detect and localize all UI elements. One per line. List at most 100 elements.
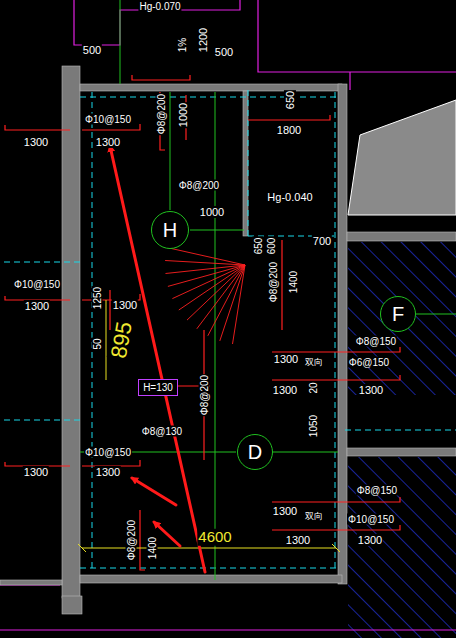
height-box: H=130 xyxy=(138,379,178,396)
dimension-text: 650 xyxy=(284,90,296,110)
dimension-text: 4600 xyxy=(197,529,232,546)
rebar-label: Φ10@150 xyxy=(84,447,132,458)
plan-stroke xyxy=(0,66,456,614)
plan-stroke xyxy=(347,232,456,241)
plan-stroke xyxy=(165,248,245,345)
plan-stroke xyxy=(215,92,216,580)
plan-stroke xyxy=(258,0,456,72)
plan-stroke xyxy=(62,66,80,598)
plan-stroke xyxy=(335,92,336,572)
dimension-text: 1300 xyxy=(357,534,383,546)
plan-stroke xyxy=(0,420,80,421)
rebar-label: Φ8@150 xyxy=(355,336,397,347)
rebar-label: Φ10@150 xyxy=(13,279,61,290)
axis-circle: H xyxy=(151,211,189,249)
rebar-label: Φ8@200 xyxy=(178,180,220,191)
plan-stroke xyxy=(82,548,336,549)
plan-stroke xyxy=(197,265,245,329)
dimension-text: 1300 xyxy=(358,384,384,396)
plan-stroke xyxy=(208,265,245,336)
plan-stroke xyxy=(80,0,456,580)
plan-stroke xyxy=(0,580,62,585)
plan-stroke xyxy=(80,84,342,91)
rebar-label: Φ10@150 xyxy=(347,514,395,525)
plan-stroke xyxy=(78,544,86,552)
plan-stroke xyxy=(168,265,245,286)
dimension-text: 700 xyxy=(312,235,332,247)
dimension-text: 1200 xyxy=(197,27,209,53)
rebar-label: Φ6@150 xyxy=(348,357,390,368)
rebar-label: Φ8@150 xyxy=(356,485,398,496)
rebar-label: Φ8@200 xyxy=(199,374,210,416)
plan-stroke xyxy=(349,72,350,90)
plan-stroke xyxy=(5,75,400,570)
plan-stroke xyxy=(332,544,340,552)
rebar-label: Φ8@200 xyxy=(156,93,167,135)
dimension-text: 1300 xyxy=(95,136,121,148)
dimension-text: 1300 xyxy=(272,505,298,517)
plan-stroke xyxy=(80,568,338,569)
plan-stroke xyxy=(82,124,140,130)
dimension-text: 600 xyxy=(266,237,277,256)
rebar-label: Φ8@130 xyxy=(141,426,183,437)
plan-stroke xyxy=(120,0,121,84)
plan-stroke xyxy=(78,300,340,552)
dimension-text: Hg-0.040 xyxy=(266,191,313,203)
dimension-text: 500 xyxy=(214,46,234,58)
plan-stroke xyxy=(348,455,456,638)
plan-stroke xyxy=(272,497,400,502)
dimension-text: 1400 xyxy=(147,536,158,560)
plan-stroke xyxy=(5,125,70,130)
dimension-text: 500 xyxy=(82,44,102,56)
dimension-text: 1300 xyxy=(285,534,311,546)
dimension-text: 1400 xyxy=(288,270,299,294)
dimension-text: 双向 xyxy=(304,358,324,368)
dimension-text: 1300 xyxy=(23,136,49,148)
plan-stroke xyxy=(345,430,456,431)
plan-stroke xyxy=(166,265,246,274)
dimension-text: 1300 xyxy=(112,299,138,311)
rebar-label: Φ8@200 xyxy=(126,519,137,561)
dimension-text: 1300 xyxy=(24,300,50,312)
plan-stroke xyxy=(416,314,456,315)
plan-stroke xyxy=(0,629,456,630)
dimension-text: 50 xyxy=(92,337,103,350)
plan-stroke xyxy=(80,575,342,583)
plan-stroke xyxy=(74,0,240,45)
plan-stroke xyxy=(0,262,80,263)
axis-letter: D xyxy=(248,441,262,464)
plan-stroke xyxy=(272,452,338,453)
rebar-label: Φ10@150 xyxy=(84,114,132,125)
dimension-text: 1800 xyxy=(276,124,302,136)
dimension-text: 1000 xyxy=(199,206,225,218)
plan-stroke xyxy=(132,75,190,80)
dimension-text: 1300 xyxy=(23,466,49,478)
plan-stroke xyxy=(80,97,338,98)
plan-stroke xyxy=(281,240,282,330)
dimension-text: 1250 xyxy=(92,286,103,310)
dimension-text: 895 xyxy=(107,319,138,361)
axis-circle: F xyxy=(380,296,416,332)
plan-stroke xyxy=(167,248,245,266)
plan-stroke xyxy=(272,525,400,530)
plan-stroke xyxy=(272,347,400,352)
plan-stroke xyxy=(62,596,82,614)
axis-circle: D xyxy=(237,434,273,470)
plan-stroke xyxy=(347,448,456,456)
plan-stroke xyxy=(109,290,110,330)
plan-stroke xyxy=(106,300,107,380)
dimension-text: Hg-0.070 xyxy=(138,1,181,12)
plan-stroke xyxy=(348,100,456,215)
rebar-label: Φ8@200 xyxy=(268,261,279,303)
height-text: H=130 xyxy=(143,382,173,393)
dimension-text: 650 xyxy=(253,237,264,256)
plan-stroke xyxy=(132,478,176,505)
plan-stroke xyxy=(248,115,330,120)
plan-stroke xyxy=(0,90,456,572)
plan-stroke xyxy=(140,510,145,570)
dimension-text: 1000 xyxy=(177,102,189,128)
plan-stroke xyxy=(345,395,456,457)
axis-letter: F xyxy=(392,303,404,326)
